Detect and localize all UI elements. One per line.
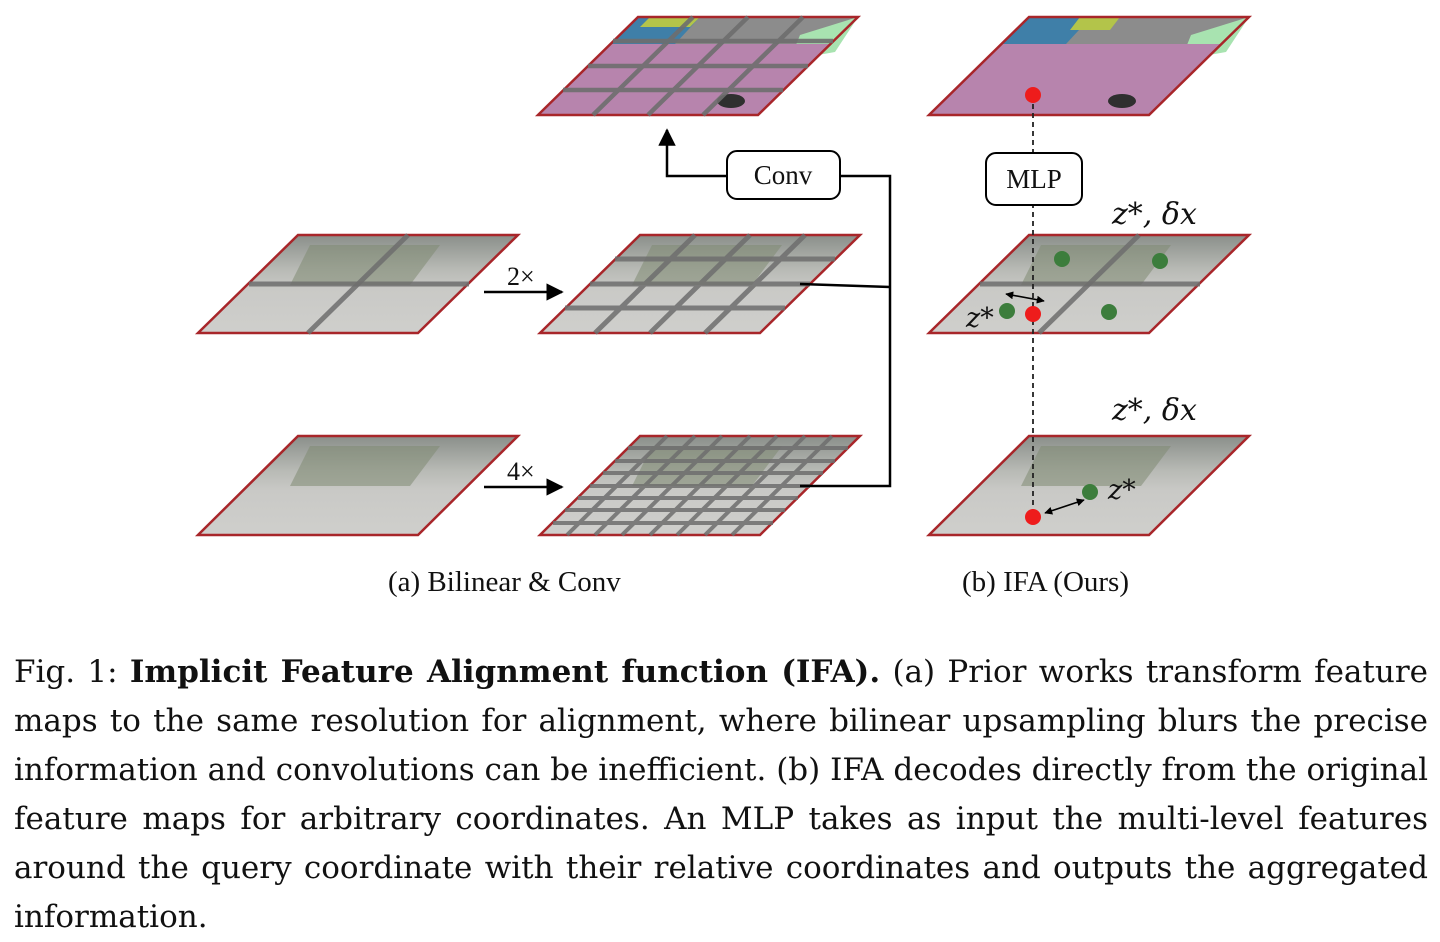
query-point: [1025, 306, 1041, 322]
conv-box: Conv: [727, 151, 840, 199]
subcaption-a: (a) Bilinear & Conv: [388, 566, 621, 599]
neighbor-point: [1054, 251, 1070, 267]
ifa-output-segmentation-map: [929, 17, 1249, 115]
z-star-label-mid: z*: [965, 303, 994, 334]
figure-caption: Fig. 1: Implicit Feature Alignment funct…: [14, 648, 1428, 942]
caption-title: Implicit Feature Alignment function (IFA…: [130, 654, 880, 690]
z-star-delta-x-label-low: z*, δx: [1111, 393, 1197, 428]
neighbor-point: [1082, 484, 1098, 500]
subcaption-b: (b) IFA (Ours): [962, 566, 1129, 599]
z-star-label-low: z*: [1107, 475, 1136, 506]
scale-2x-label: 2×: [507, 262, 535, 291]
neighbor-point: [999, 303, 1015, 319]
query-point: [1025, 509, 1041, 525]
caption-body: (a) Prior works transform feature maps t…: [14, 654, 1428, 935]
bilinear-output-segmentation-map: [538, 17, 858, 115]
mlp-label: MLP: [1006, 164, 1062, 194]
scale-4x-label: 4×: [507, 457, 535, 486]
input-feature-map-mid: [198, 235, 518, 333]
ifa-figure: 2× 4×: [0, 0, 1440, 620]
input-feature-map-low: [198, 436, 518, 535]
conv-label: Conv: [754, 160, 813, 190]
query-point: [1025, 87, 1041, 103]
mlp-box: MLP: [986, 153, 1082, 205]
z-star-delta-x-label-mid: z*, δx: [1111, 197, 1197, 232]
caption-prefix: Fig. 1:: [14, 654, 118, 690]
neighbor-point: [1101, 304, 1117, 320]
neighbor-point: [1152, 253, 1168, 269]
